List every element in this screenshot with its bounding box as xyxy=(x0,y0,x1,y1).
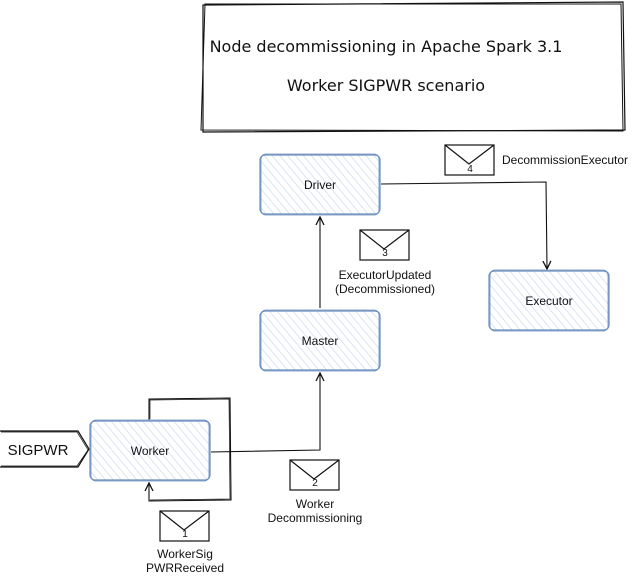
envelope-icon xyxy=(359,229,410,261)
message-2-label-line-2: Decommissioning xyxy=(268,511,363,525)
message-2: 2 Worker Decommissioning xyxy=(268,459,363,525)
message-1-label-line-1: WorkerSig xyxy=(157,547,213,561)
message-1-label-line-2: PWRReceived xyxy=(146,561,224,575)
message-1-number: 1 xyxy=(182,529,188,540)
message-3-label-line-1: ExecutorUpdated xyxy=(339,268,432,282)
message-4-number: 4 xyxy=(467,164,473,175)
master-node: Master xyxy=(259,309,381,372)
driver-node: Driver xyxy=(259,153,381,216)
message-3: 3 ExecutorUpdated (Decommissioned) xyxy=(335,229,435,296)
worker-node: Worker xyxy=(89,419,211,482)
message-3-label-line-2: (Decommissioned) xyxy=(335,282,435,296)
sigpwr-label: SIGPWR xyxy=(8,442,69,459)
message-2-number: 2 xyxy=(312,478,318,489)
sigpwr-signal: SIGPWR xyxy=(0,430,90,468)
message-1: 1 WorkerSig PWRReceived xyxy=(146,510,224,575)
envelope-icon xyxy=(444,144,495,176)
title-box: Node decommissioning in Apache Spark 3.1… xyxy=(200,1,626,133)
envelope-icon xyxy=(289,459,340,491)
message-4: 4 DecommissionExecutor xyxy=(444,144,628,176)
master-label: Master xyxy=(302,334,339,348)
arrow-driver-to-executor xyxy=(380,181,547,268)
title-line-1: Node decommissioning in Apache Spark 3.1 xyxy=(210,37,563,56)
driver-label: Driver xyxy=(304,178,336,192)
executor-node: Executor xyxy=(488,269,610,332)
message-3-number: 3 xyxy=(382,248,388,259)
message-2-label-line-1: Worker xyxy=(296,497,334,511)
executor-label: Executor xyxy=(525,294,572,308)
message-4-label: DecommissionExecutor xyxy=(502,153,628,167)
worker-self-loop xyxy=(149,397,232,502)
title-line-2: Worker SIGPWR scenario xyxy=(287,76,485,95)
arrow-worker-to-master xyxy=(210,374,320,453)
worker-label: Worker xyxy=(131,444,169,458)
envelope-icon xyxy=(159,510,210,542)
